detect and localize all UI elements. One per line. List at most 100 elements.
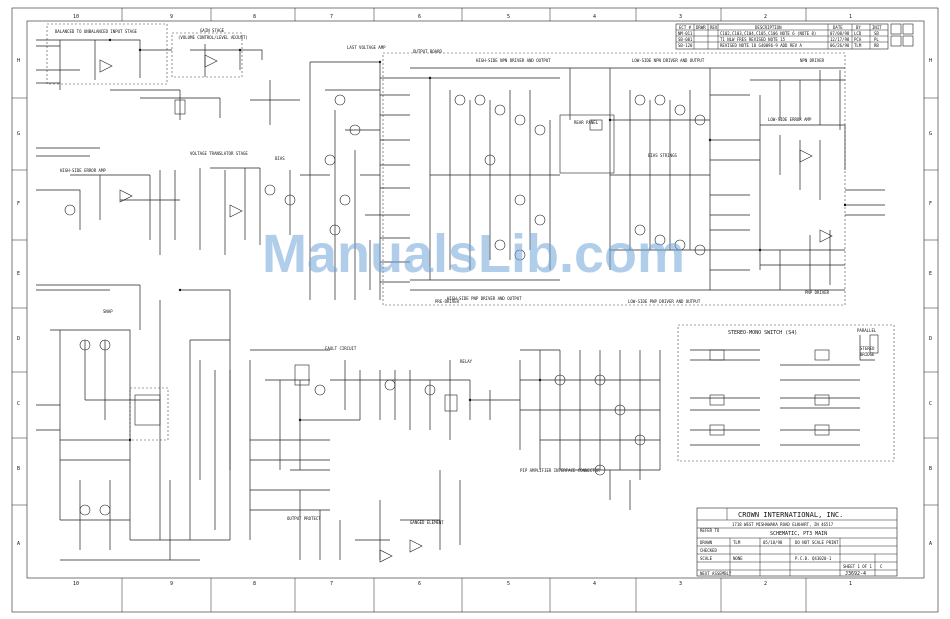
row-label: B: [17, 466, 20, 472]
label-high-side-pnp: HIGH-SIDE PNP DRIVER AND OUTPUT: [447, 296, 522, 301]
revision-table: ECT # DRWR REV DESCRIPTION DATE BY INIT …: [675, 23, 889, 50]
col-label: 6: [418, 14, 421, 20]
output-board-block: [382, 52, 846, 306]
col-label: 3: [679, 14, 682, 20]
col-label: 2: [764, 581, 767, 587]
border-ticks: [12, 8, 938, 612]
rev-cell: SB-081: [678, 37, 693, 42]
col-label: 5: [507, 14, 510, 20]
row-label: G: [17, 131, 20, 137]
rev-header: INIT: [872, 25, 882, 30]
rear-panel-block: [559, 114, 615, 174]
row-markers: H G F E D C B A H G F E D C B A: [17, 58, 932, 547]
label-snap: SNAP: [103, 309, 113, 314]
label-voltage-translator: VOLTAGE TRANSLATOR STAGE: [190, 151, 248, 156]
label-pip-interface: PIP AMPLIFIER INTERFACE CONNECTOR: [520, 468, 600, 473]
col-label: 5: [507, 581, 510, 587]
rev-cell: 06/26/98: [830, 43, 850, 48]
label-pnp-driver: PNP DRIVER: [805, 290, 830, 295]
drawn-by: TLM: [733, 540, 741, 545]
scale-label: SCALE: [700, 556, 713, 561]
col-label: 7: [330, 581, 333, 587]
label-low-side-npn: LOW-SIDE NPN DRIVER AND OUTPUT: [632, 58, 705, 63]
rev-cell: REVISED NOTE 18 G40096-9 ADD REV A: [720, 43, 802, 48]
rev-cell: C102,C103,C104,C105,C106 NOTE 6 (NOTE 8): [720, 31, 816, 36]
rev-header: DRWR: [696, 25, 706, 30]
label-volume-control: (VOLUME CONTROL/LEVEL ADJUST): [178, 35, 248, 40]
label-gain-stage: GAIN STAGE: [200, 28, 225, 33]
rev-cell: PCA: [854, 37, 862, 42]
rev-cell: TLM: [854, 43, 862, 48]
pcb-value: Q43020-1: [812, 556, 832, 561]
drawing-number: J3692-4: [845, 571, 866, 577]
label-output-board: OUTPUT BOARD: [413, 49, 442, 54]
row-label: H: [929, 58, 932, 64]
row-label: H: [17, 58, 20, 64]
column-markers-bottom: 10 9 8 7 6 5 4 3 2 1: [73, 581, 852, 587]
col-label: 1: [849, 14, 852, 20]
label-balanced-input: BALANCED TO UNBALANCED INPUT STAGE: [55, 29, 137, 34]
col-label: 4: [593, 581, 596, 587]
snap-block: [129, 387, 169, 441]
label-rear-panel: REAR PANEL: [574, 120, 599, 125]
label-ganged-element: GANGED ELEMENT: [410, 520, 444, 525]
label-high-side-npn: HIGH-SIDE NPN DRIVER AND OUTPUT: [476, 58, 551, 63]
company-name: CROWN INTERNATIONAL, INC.: [738, 511, 843, 519]
revision-boxes: [890, 23, 914, 47]
rev-cell: PL: [874, 37, 879, 42]
col-label: 3: [679, 581, 682, 587]
row-label: A: [17, 541, 20, 547]
label-bias-strings: BIAS STRINGS: [648, 153, 677, 158]
col-label: 8: [253, 14, 256, 20]
row-label: B: [929, 466, 932, 472]
label-parallel: PARALLEL: [857, 328, 877, 333]
label-fault-circuit: FAULT CIRCUIT: [325, 346, 357, 351]
rev-header: DESCRIPTION: [755, 25, 782, 30]
label-pre-driver: PRE-DRIVER: [435, 299, 460, 304]
outer-border: [11, 7, 939, 613]
refer-to-label: REFER TO: [700, 528, 720, 533]
next-assembly-label: NEXT ASSEMBLY: [700, 571, 732, 576]
input-stage-block: [46, 23, 168, 85]
label-output-protect: OUTPUT PROTECT: [287, 516, 321, 521]
company-address: 1718 WEST MISHAWAKA ROAD ELKHART, IN 465…: [732, 522, 834, 527]
label-stereo-mono-switch: STEREO-MONO SWITCH (S4): [728, 330, 797, 336]
rev-cell: 07/08/98: [830, 31, 850, 36]
row-label: D: [929, 336, 932, 342]
col-label: 10: [73, 14, 79, 20]
label-bias: BIAS: [275, 156, 285, 161]
rev-cell: 12/17/98: [830, 37, 850, 42]
col-label: 10: [73, 581, 79, 587]
pcb-label: P.C.B.: [795, 556, 809, 561]
drawn-date: 05/18/98: [763, 540, 783, 545]
checked-label: CHECKED: [700, 548, 717, 553]
stereo-mono-switch-block: [677, 324, 895, 462]
component-symbols: [64, 54, 833, 563]
drawing-title: SCHEMATIC, PT3 MAIN: [770, 531, 827, 537]
label-low-side-error: LOW-SIDE ERROR AMP: [768, 117, 812, 122]
label-relay: RELAY: [460, 359, 473, 364]
row-label: A: [929, 541, 932, 547]
col-label: 6: [418, 581, 421, 587]
row-label: C: [929, 401, 932, 407]
row-label: F: [929, 201, 932, 207]
drawn-label: DRAWN: [700, 540, 713, 545]
label-low-side-pnp: LOW-SIDE PNP DRIVER AND OUTPUT: [628, 299, 701, 304]
rev-header: REV: [710, 25, 718, 30]
label-last-voltage-amp: LAST VOLTAGE AMP: [347, 45, 386, 50]
title-block: [696, 507, 898, 577]
rev-cell: SB: [874, 31, 879, 36]
label-bridge: BRIDGE: [860, 352, 875, 357]
rev-header: ECT #: [679, 25, 692, 30]
rev-cell: NM-011: [678, 31, 693, 36]
row-label: C: [17, 401, 20, 407]
col-label: 7: [330, 14, 333, 20]
gain-stage-block: [171, 32, 243, 78]
rev-cell: SB-120: [678, 43, 693, 48]
col-label: 1: [849, 581, 852, 587]
label-npn-driver: NPN DRIVER: [800, 58, 825, 63]
rev-cell: RB: [874, 43, 879, 48]
row-label: F: [17, 201, 20, 207]
row-label: E: [17, 271, 20, 277]
